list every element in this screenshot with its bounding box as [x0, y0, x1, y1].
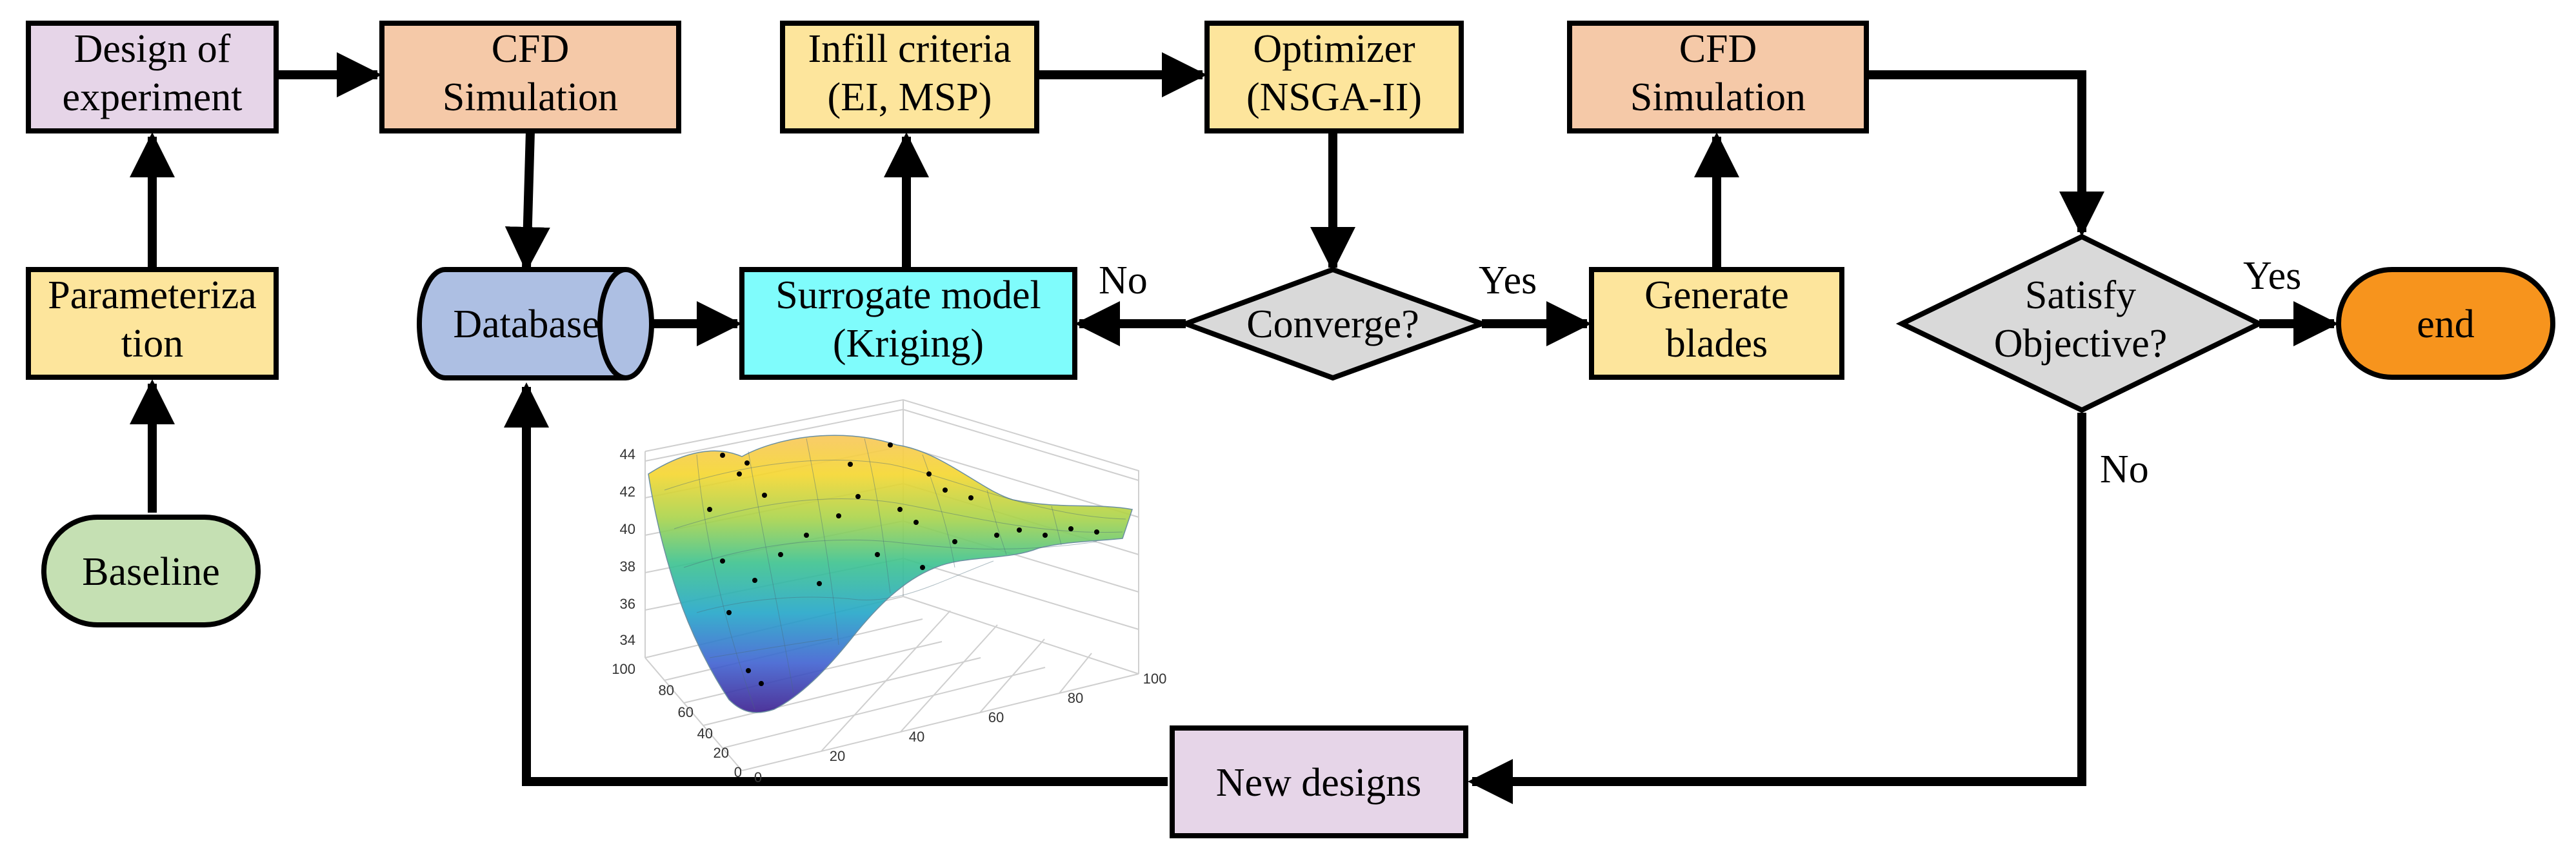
edge-cfd2-to-satisfy [1866, 70, 2104, 237]
baseline-label: Baseline [82, 550, 220, 594]
node-optimizer[interactable] [1204, 21, 1464, 133]
converge-no-label: No [1099, 259, 1148, 302]
satisfy-no-label: No [2100, 448, 2149, 491]
end-label: end [2417, 302, 2475, 346]
infill-label: Infill criteria(EI, MSP) [808, 27, 1012, 119]
x-tick: 40 [909, 729, 924, 745]
node-cfd-simulation-1[interactable] [379, 21, 681, 133]
plot-z-ticks: 44 42 40 38 36 34 [620, 446, 635, 648]
node-infill-criteria[interactable] [780, 21, 1039, 133]
optimizer-label: Optimizer(NSGA-II) [1246, 27, 1422, 119]
converge-yes-label: Yes [1479, 259, 1537, 302]
database-cylinder-rim [597, 267, 626, 380]
node-satisfy-objective-decision[interactable] [1895, 233, 2266, 413]
x-tick: 60 [988, 709, 1004, 725]
edges [130, 52, 2339, 804]
plot-y-ticks: 100 80 60 40 20 0 [612, 661, 742, 780]
node-cfd-simulation-2[interactable] [1567, 21, 1869, 133]
edge-new-designs-to-database [504, 382, 1168, 786]
z-tick: 40 [620, 521, 635, 537]
edge-satisfy-to-new-designs [1468, 413, 2086, 804]
y-tick: 60 [678, 704, 694, 720]
x-tick: 80 [1068, 690, 1083, 706]
y-tick: 0 [734, 764, 742, 780]
z-tick: 38 [620, 558, 635, 575]
kriging-surface [648, 435, 1133, 713]
sample-points [707, 442, 1099, 686]
new-designs-label: New designs [1216, 761, 1422, 805]
x-tick: 100 [1143, 671, 1167, 687]
nodes [26, 21, 2555, 838]
node-generate-blades[interactable] [1589, 267, 1844, 380]
edge-labels: No Yes Yes No [1099, 254, 2301, 491]
converge-label: Converge? [1246, 302, 1419, 346]
y-tick: 80 [659, 682, 674, 698]
plot-x-ticks: 0 20 40 60 80 100 [754, 671, 1166, 785]
y-tick: 40 [697, 725, 713, 742]
database-label: Database [453, 302, 599, 346]
x-tick: 0 [754, 769, 762, 785]
node-converge-decision[interactable] [1178, 266, 1490, 381]
surrogate-label: Surrogate model(Kriging) [775, 273, 1041, 366]
y-tick: 20 [714, 745, 729, 761]
node-surrogate-model[interactable] [739, 267, 1077, 380]
x-tick: 20 [830, 748, 845, 764]
node-baseline[interactable] [41, 515, 261, 627]
kriging-surface-plot: 44 42 40 38 36 34 100 80 60 40 20 0 0 20… [612, 399, 1166, 785]
z-tick: 44 [620, 446, 635, 462]
node-design-of-experiment[interactable] [26, 21, 279, 133]
node-parameterization[interactable] [26, 267, 279, 380]
z-tick: 36 [620, 596, 635, 612]
z-tick: 34 [620, 632, 635, 648]
node-new-designs[interactable] [1170, 725, 1468, 838]
edge-cfd1-to-database [504, 130, 550, 272]
node-end[interactable] [2336, 267, 2555, 380]
y-tick: 100 [612, 661, 635, 677]
surface-mesh [664, 438, 1126, 710]
z-tick: 42 [620, 484, 635, 500]
satisfy-yes-label: Yes [2243, 254, 2301, 298]
